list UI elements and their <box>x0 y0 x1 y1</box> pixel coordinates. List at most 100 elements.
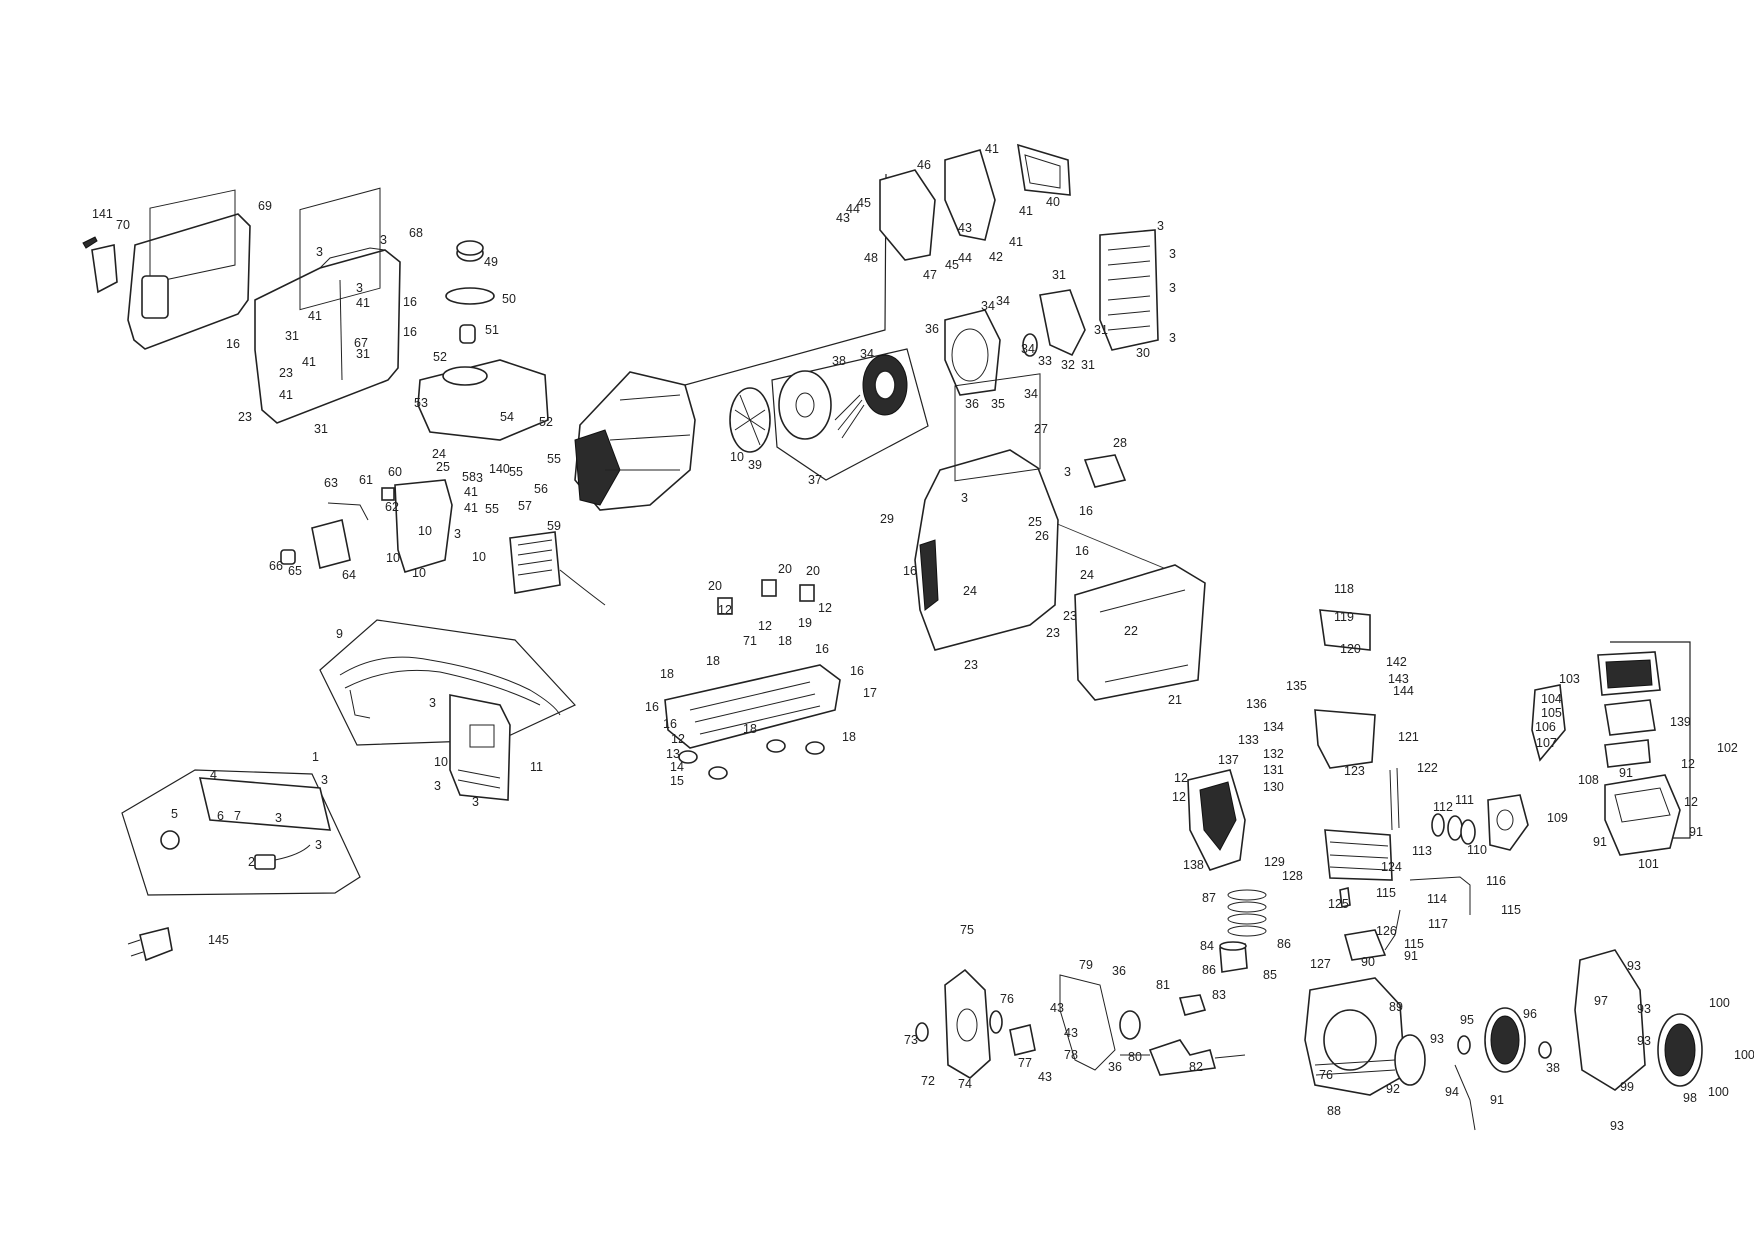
callout-19: 19 <box>798 616 812 630</box>
callout-46: 46 <box>917 158 931 172</box>
callout-38: 38 <box>1546 1061 1560 1075</box>
pushrod-122 <box>1389 767 1400 831</box>
callout-12: 12 <box>671 732 685 746</box>
shroud-42 <box>944 149 996 241</box>
callout-45: 45 <box>945 258 959 272</box>
rear-cover-69-grid <box>149 189 236 284</box>
flywheel-group <box>1394 949 1703 1131</box>
callout-36: 36 <box>925 322 939 336</box>
side-cover-21 <box>1074 564 1206 701</box>
callout-15: 15 <box>670 774 684 788</box>
carburetor-109-bore <box>1496 809 1514 831</box>
callout-41: 41 <box>985 142 999 156</box>
filter-gasket <box>1604 739 1651 768</box>
callout-34: 34 <box>860 347 874 361</box>
callout-26: 26 <box>1035 529 1049 543</box>
callout-38: 38 <box>832 354 846 368</box>
callout-61: 61 <box>359 473 373 487</box>
callout-44: 44 <box>958 251 972 265</box>
stator-92 <box>1394 1034 1426 1086</box>
callout-116: 116 <box>1486 874 1506 888</box>
callout-55: 55 <box>509 465 523 479</box>
plug-145-pin-b <box>130 951 144 957</box>
callout-115: 115 <box>1376 886 1396 900</box>
flywheel-96-fins <box>1490 1015 1520 1065</box>
callout-100: 100 <box>1708 1085 1729 1099</box>
switch-2 <box>254 854 276 870</box>
plug-145-body <box>139 927 173 962</box>
callout-59: 59 <box>547 519 561 533</box>
callout-114: 114 <box>1427 892 1447 906</box>
callout-3: 3 <box>454 527 461 541</box>
callout-91: 91 <box>1490 1093 1504 1107</box>
cover-48 <box>879 169 936 261</box>
seal-73 <box>915 1022 929 1042</box>
shroud-137-fill <box>1199 781 1237 851</box>
callout-95: 95 <box>1460 1013 1474 1027</box>
crankshaft-82 <box>1148 1039 1217 1076</box>
callout-112: 112 <box>1433 800 1453 814</box>
callout-12: 12 <box>818 601 832 615</box>
callout-66: 66 <box>269 559 283 573</box>
callout-16: 16 <box>850 664 864 678</box>
panel-11-window <box>469 724 495 748</box>
callout-31: 31 <box>1094 323 1108 337</box>
callout-24: 24 <box>1080 568 1094 582</box>
inverter-module-59-wires <box>559 569 606 606</box>
control-panel-group <box>160 777 332 870</box>
callout-85: 85 <box>1263 968 1277 982</box>
ring-87-d <box>1227 925 1267 937</box>
bracket-20-c <box>799 584 815 602</box>
callout-140: 140 <box>489 462 510 476</box>
carburetor-109 <box>1487 794 1529 851</box>
callout-94: 94 <box>1445 1085 1459 1099</box>
callout-119: 119 <box>1334 610 1354 624</box>
callout-34: 34 <box>1021 342 1035 356</box>
callout-76: 76 <box>1319 1068 1333 1082</box>
callout-23: 23 <box>1046 626 1060 640</box>
callout-3: 3 <box>1157 219 1164 233</box>
callout-24: 24 <box>963 584 977 598</box>
alternator-group-outline <box>771 348 929 481</box>
callout-17: 17 <box>863 686 877 700</box>
callout-25: 25 <box>1028 515 1042 529</box>
callout-36: 36 <box>1112 964 1126 978</box>
callout-58: 58 <box>462 470 476 484</box>
callout-129: 129 <box>1264 855 1285 869</box>
engine-assembly <box>574 371 696 511</box>
callout-88: 88 <box>1327 1104 1341 1118</box>
callout-109: 109 <box>1547 811 1568 825</box>
callout-57: 57 <box>518 499 532 513</box>
callout-72: 72 <box>921 1074 935 1088</box>
callout-74: 74 <box>958 1077 972 1091</box>
plug-145-pin-a <box>127 939 141 945</box>
callout-82: 82 <box>1189 1060 1203 1074</box>
callout-31: 31 <box>1081 358 1095 372</box>
inverter-module-59-fins <box>517 539 553 576</box>
callout-84: 84 <box>1200 939 1214 953</box>
callout-43: 43 <box>958 221 972 235</box>
callout-12: 12 <box>1174 771 1188 785</box>
callout-10: 10 <box>730 450 744 464</box>
box-40 <box>1017 143 1071 196</box>
clip-141 <box>82 236 98 249</box>
callout-63: 63 <box>324 476 338 490</box>
callout-125: 125 <box>1328 897 1349 911</box>
fuel-line-group <box>1339 876 1471 961</box>
callout-4: 4 <box>210 768 217 782</box>
callout-33: 33 <box>1038 354 1052 368</box>
callout-120: 120 <box>1340 642 1361 656</box>
callout-18: 18 <box>660 667 674 681</box>
frame-housing-68 <box>254 249 401 424</box>
callout-3: 3 <box>472 795 479 809</box>
crankshaft-82-shaft <box>1120 1054 1246 1059</box>
callout-20: 20 <box>708 579 722 593</box>
callout-10: 10 <box>412 566 426 580</box>
mount-13-b <box>766 739 786 753</box>
callout-36: 36 <box>965 397 979 411</box>
mount-13-a <box>678 750 698 764</box>
callout-21: 21 <box>1168 693 1182 707</box>
callout-111: 111 <box>1455 793 1474 807</box>
